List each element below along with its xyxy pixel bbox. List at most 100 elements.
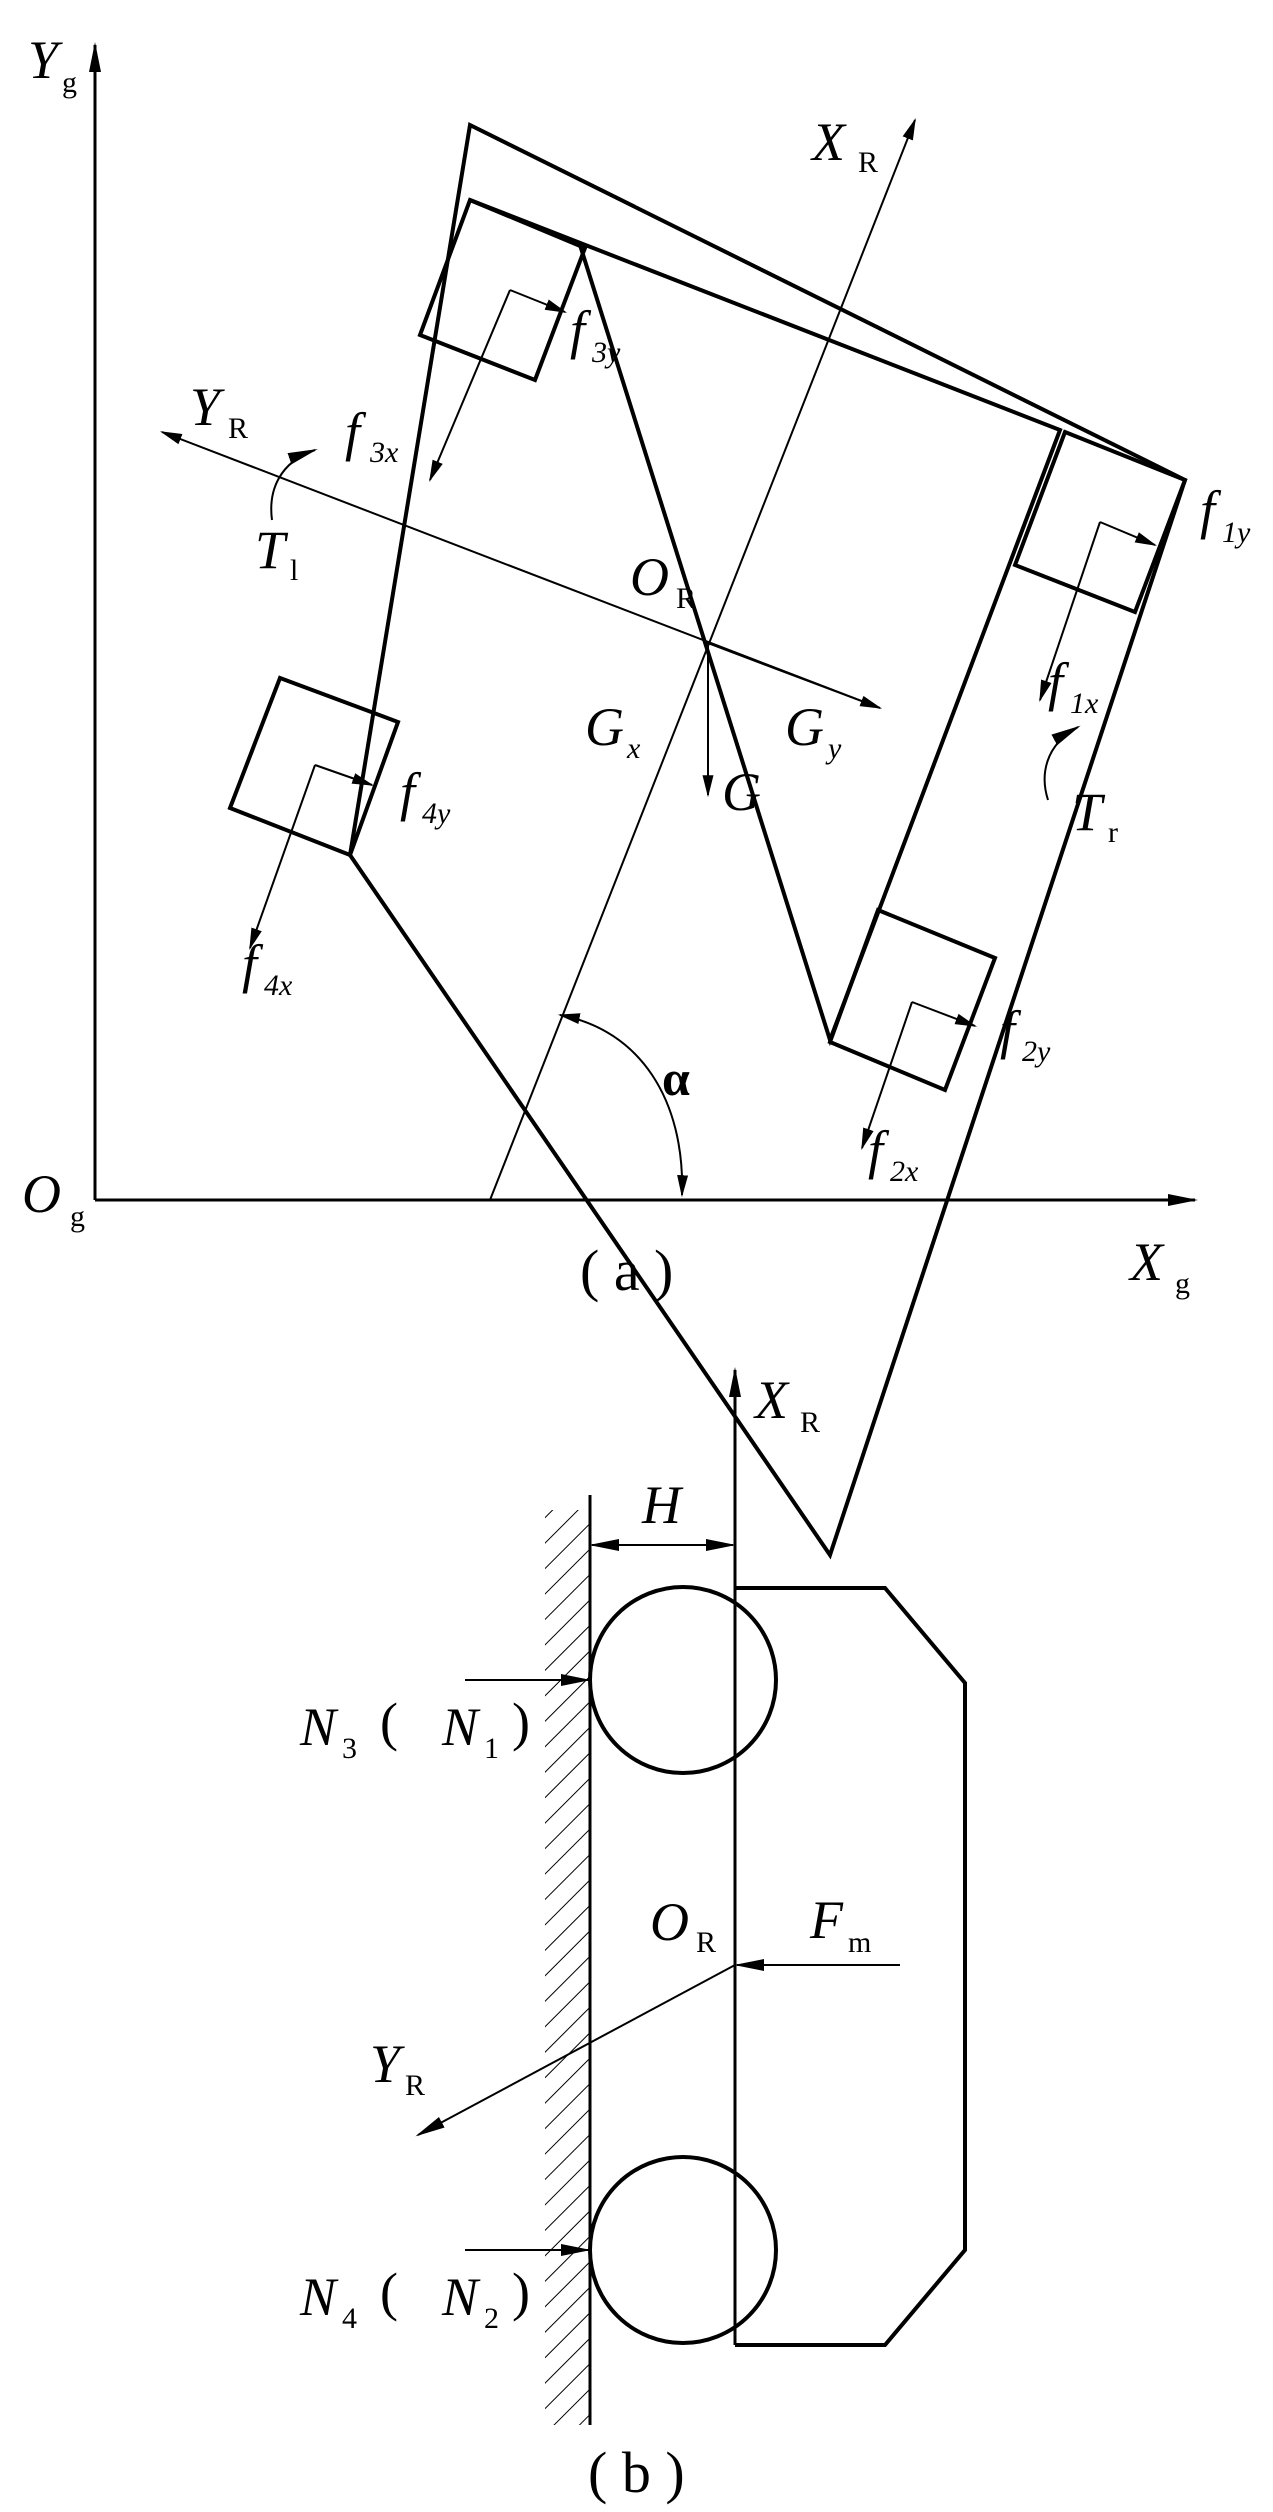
svg-text:G: G — [785, 697, 824, 757]
svg-text:m: m — [848, 1926, 871, 1959]
svg-text:G: G — [585, 697, 624, 757]
label-yr-b: Y R — [370, 2034, 425, 2102]
svg-text:Y: Y — [28, 30, 63, 90]
figure-a: Y g O g X g X R Y R O R f 3y f 3x — [22, 30, 1251, 1560]
svg-text:G: G — [722, 762, 761, 822]
label-xg: X g — [1128, 1232, 1190, 1300]
label-gy: G y — [785, 697, 842, 765]
svg-text:f: f — [868, 1120, 890, 1180]
label-f1x: f 1x — [1048, 652, 1099, 720]
wheel-lower — [588, 2155, 778, 2345]
svg-text:2y: 2y — [1022, 1035, 1051, 1068]
svg-text:O: O — [650, 1892, 689, 1952]
robot-body-side — [735, 1586, 967, 2347]
svg-text:Y: Y — [370, 2034, 405, 2094]
svg-text:y: y — [825, 732, 842, 765]
svg-text:N: N — [299, 2267, 339, 2327]
svg-text:(: ( — [380, 1692, 398, 1752]
svg-text:3x: 3x — [369, 436, 399, 469]
svg-text:R: R — [858, 146, 878, 179]
svg-text:X: X — [810, 112, 847, 172]
alpha-arc — [557, 1013, 689, 1198]
label-f2x: f 2x — [868, 1120, 919, 1188]
label-yr: Y R — [190, 377, 248, 445]
svg-text:g: g — [70, 1200, 85, 1233]
svg-text:1: 1 — [484, 1732, 499, 1765]
svg-text:T: T — [1072, 782, 1106, 842]
label-or-b: O R — [650, 1892, 716, 1959]
svg-text:F: F — [809, 1890, 844, 1950]
svg-text:1y: 1y — [1222, 516, 1251, 549]
svg-text:f: f — [1048, 652, 1070, 712]
wheel-3 — [417, 197, 588, 383]
label-xr: X R — [810, 112, 878, 179]
label-yg: Y g — [28, 30, 77, 99]
tr-torque-arrow — [1043, 725, 1081, 801]
f4x-arrow — [249, 764, 316, 951]
svg-text:): ) — [512, 2262, 530, 2322]
label-tr: T r — [1072, 782, 1118, 849]
f3y-arrow — [509, 289, 568, 313]
f2x-arrow — [861, 1001, 913, 1151]
svg-text:4y: 4y — [422, 797, 451, 830]
label-or: O R — [630, 547, 696, 615]
yr-axis-b — [415, 1964, 736, 2137]
svg-text:x: x — [626, 732, 641, 765]
svg-text:1x: 1x — [1070, 687, 1099, 720]
wall-hatch — [545, 1510, 590, 2425]
label-f4x: f 4x — [242, 934, 293, 1002]
svg-text:2x: 2x — [890, 1155, 919, 1188]
svg-text:l: l — [290, 554, 298, 587]
label-f3x: f 3x — [345, 402, 399, 469]
svg-text:f: f — [1000, 1000, 1022, 1060]
wheel-1 — [1012, 429, 1188, 615]
label-alpha: α — [662, 1050, 690, 1106]
svg-text:N: N — [441, 1697, 481, 1757]
label-tl: T l — [255, 520, 298, 587]
label-fm: F m — [809, 1890, 871, 1959]
svg-text:4: 4 — [342, 2302, 357, 2335]
svg-text:2: 2 — [484, 2302, 499, 2335]
caption-a: ( a ) — [580, 1238, 673, 1303]
label-og: O g — [22, 1164, 85, 1233]
label-xr-b: X R — [753, 1370, 820, 1439]
robot-body — [347, 122, 1188, 1560]
svg-text:f: f — [1200, 480, 1222, 540]
wheel-upper — [588, 1585, 778, 1775]
wheel-2 — [827, 907, 998, 1093]
svg-text:O: O — [22, 1164, 61, 1224]
svg-text:R: R — [800, 1406, 820, 1439]
svg-text:X: X — [1128, 1232, 1165, 1292]
svg-text:T: T — [255, 520, 289, 580]
xr-axis — [489, 117, 916, 1201]
f4y-arrow — [314, 764, 375, 786]
svg-text:f: f — [345, 402, 367, 462]
svg-text:3: 3 — [342, 1732, 357, 1765]
svg-text:O: O — [630, 547, 669, 607]
caption-b: ( b ) — [588, 2440, 685, 2505]
gy-vector — [704, 641, 883, 709]
svg-text:g: g — [62, 66, 77, 99]
svg-text:f: f — [570, 300, 592, 360]
svg-text:g: g — [1175, 1267, 1190, 1300]
svg-text:R: R — [228, 412, 248, 445]
f1y-arrow — [1099, 521, 1158, 546]
label-f1y: f 1y — [1200, 480, 1251, 549]
label-g: G — [722, 762, 761, 822]
label-f3y: f 3y — [570, 300, 621, 369]
svg-text:X: X — [753, 1370, 790, 1430]
f1x-arrow — [1039, 521, 1101, 703]
label-n4-n2: N 4 ( N 2 ) — [299, 2262, 530, 2335]
svg-text:R: R — [696, 1926, 716, 1959]
label-h: H — [641, 1475, 684, 1535]
label-f4y: f 4y — [400, 762, 451, 830]
svg-text:f: f — [400, 762, 422, 822]
figure-b: X R H N 3 ( N 1 ) O R F m Y R N 4 ( N — [299, 1367, 967, 2505]
label-f2y: f 2y — [1000, 1000, 1051, 1068]
label-n3-n1: N 3 ( N 1 ) — [299, 1692, 530, 1765]
svg-text:Y: Y — [190, 377, 225, 437]
svg-text:R: R — [676, 582, 696, 615]
svg-text:(: ( — [380, 2262, 398, 2322]
